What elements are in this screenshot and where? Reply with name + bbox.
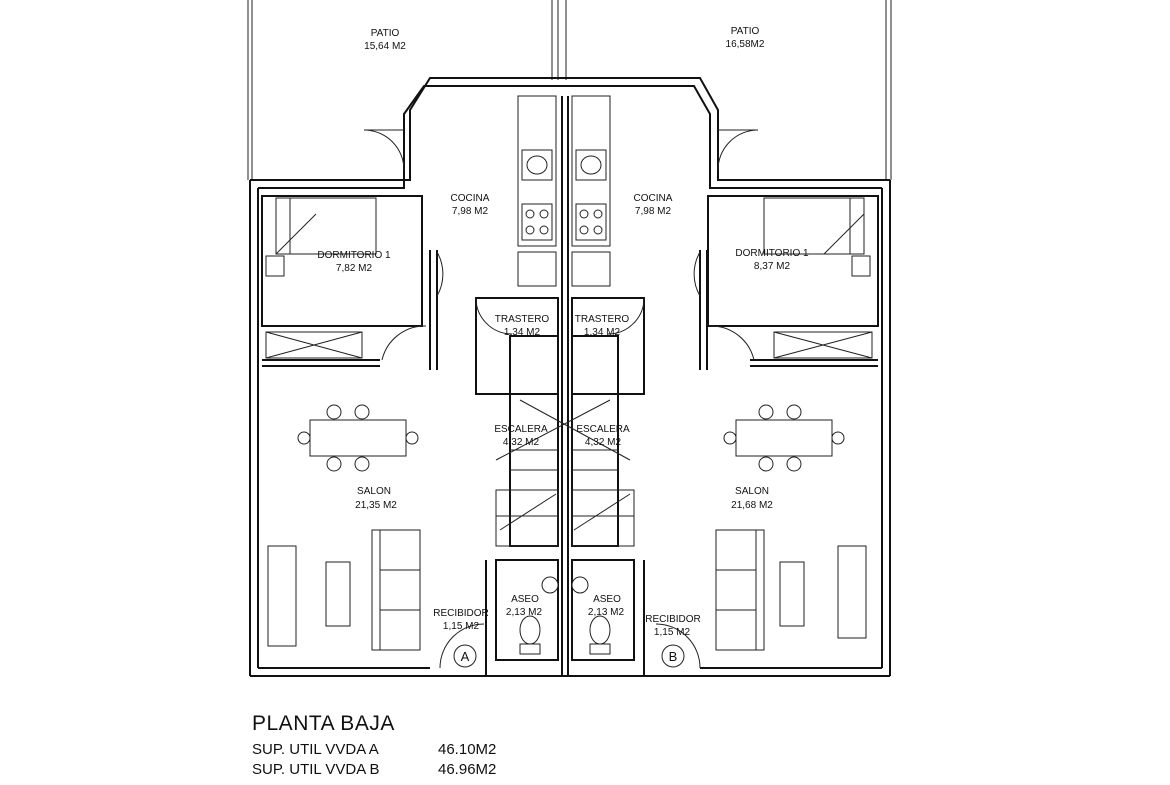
salon-b-area: 21,68 M2: [731, 500, 773, 511]
legend-title: PLANTA BAJA: [252, 712, 395, 735]
legend-row-a: SUP. UTIL VVDA A 46.10M2: [252, 740, 496, 760]
trastero-b-area: 1,34 M2: [584, 327, 621, 338]
escalera-b-name: ESCALERA: [576, 424, 630, 435]
dorm-b-area: 8,37 M2: [754, 261, 791, 272]
surface-legend: PLANTA BAJA SUP. UTIL VVDA A 46.10M2 SUP…: [252, 712, 496, 780]
dorm-a-name: DORMITORIO 1: [317, 250, 391, 261]
legend-value-b: 46.96M2: [438, 761, 497, 778]
salon-b-name: SALON: [735, 486, 769, 497]
legend-label-a: SUP. UTIL VVDA A: [252, 741, 379, 758]
dorm-a-area: 7,82 M2: [336, 263, 373, 274]
patio-b-name: PATIO: [731, 26, 760, 37]
escalera-b-area: 4,32 M2: [585, 437, 622, 448]
unit-a-letter: A: [461, 649, 470, 664]
cocina-b-name: COCINA: [634, 193, 673, 204]
stairs: [495, 399, 635, 547]
salon-a-name: SALON: [357, 486, 391, 497]
unit-markers: A B: [453, 644, 685, 668]
patio-boundaries: [247, 0, 892, 180]
unit-a-marker: [453, 644, 477, 668]
trastero-a-area: 1,34 M2: [504, 327, 541, 338]
trastero-b-name: TRASTERO: [575, 314, 630, 325]
kitchen-appliances: [521, 149, 607, 241]
recibidor-b-area: 1,15 M2: [654, 627, 691, 638]
dining-tables: [297, 404, 845, 472]
cocina-a-name: COCINA: [451, 193, 490, 204]
patio-a-area: 15,64 M2: [364, 41, 406, 52]
aseo-a-area: 2,13 M2: [506, 607, 543, 618]
door-swings: [363, 129, 759, 669]
bathroom-fixtures: [519, 576, 611, 655]
unit-b-marker: [661, 644, 685, 668]
legend-value-a: 46.10M2: [438, 741, 497, 758]
aseo-a-name: ASEO: [511, 594, 539, 605]
wardrobes: [265, 331, 873, 359]
outer-walls: [249, 77, 891, 677]
recibidor-a-name: RECIBIDOR: [433, 608, 489, 619]
patio-b-area: 16,58M2: [726, 39, 765, 50]
beds: [265, 197, 871, 277]
recibidor-a-area: 1,15 M2: [443, 621, 480, 632]
cocina-b-area: 7,98 M2: [635, 206, 672, 217]
escalera-a-area: 4,32 M2: [503, 437, 540, 448]
trastero-a-name: TRASTERO: [495, 314, 550, 325]
patio-a-name: PATIO: [371, 28, 400, 39]
legend-row-b: SUP. UTIL VVDA B 46.96M2: [252, 760, 496, 780]
recibidor-b-name: RECIBIDOR: [645, 614, 701, 625]
cocina-a-area: 7,98 M2: [452, 206, 489, 217]
escalera-a-name: ESCALERA: [494, 424, 548, 435]
living-furniture: [267, 529, 867, 651]
room-labels: PATIO 15,64 M2 PATIO 16,58M2 COCINA 7,98…: [317, 26, 809, 638]
aseo-b-area: 2,13 M2: [588, 607, 625, 618]
unit-b-letter: B: [669, 649, 678, 664]
dorm-b-name: DORMITORIO 1: [735, 248, 809, 259]
legend-label-b: SUP. UTIL VVDA B: [252, 761, 380, 778]
salon-a-area: 21,35 M2: [355, 500, 397, 511]
aseo-b-name: ASEO: [593, 594, 621, 605]
